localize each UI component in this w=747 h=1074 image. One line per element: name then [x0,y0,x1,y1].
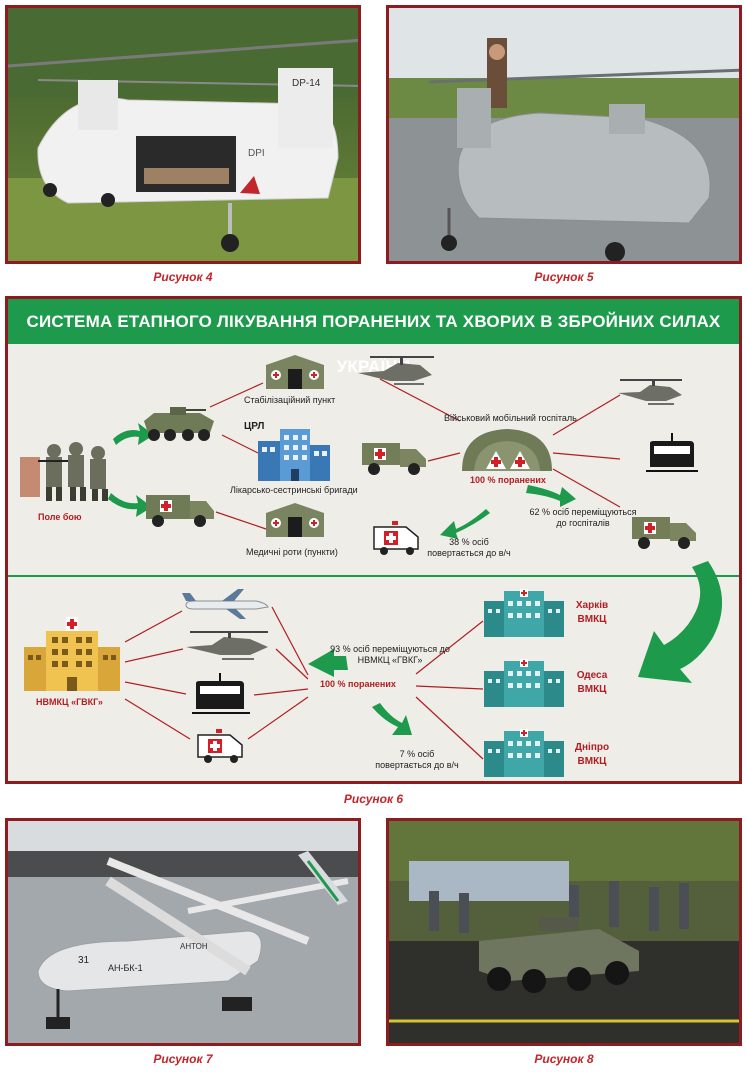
label-move-93: 93 % осіб переміщуються до НВМКЦ «ГВКГ» [330,644,450,665]
crl-hospital-icon [258,429,330,481]
label-stabilization-point: Стабілізаційний пункт [244,395,336,405]
label-return-7: 7 % осіб повертається до в/ч [375,749,459,770]
photo-robotic-vehicle [386,818,742,1046]
ambulance-pickup-icon [362,443,426,475]
nvmkc-building-icon [24,617,120,691]
ambulance-pickup-right-icon [632,517,696,549]
dp14-drone-image: DP-14 DPI [8,8,358,261]
label-move-62: 62 % осіб переміщуються до госпіталів [529,507,637,528]
dpi-marking: DPI [248,148,265,159]
photo-uav-an-bk1: 31 АН-БК-1 АНТОН [5,818,361,1046]
caption-figure-7: Рисунок 7 [153,1052,213,1066]
label-nvmkc: НВМКЦ «ГВКГ» [36,697,103,707]
ambulance-bottom-icon [197,729,243,763]
mobile-hospital-icon [462,429,552,471]
label-medical-companies: Медичні роти (пункти) [246,547,338,557]
label-dnipro-vmkc: Дніпро ВМКЦ [570,741,614,769]
vmkc-odesa: ВМКЦ [577,684,607,695]
caption-figure-8: Рисунок 8 [534,1052,594,1066]
connector-lines [108,378,723,760]
label-mobile-hospital: Військовий мобільний госпіталь [444,413,577,423]
label-100-wounded-top: 100 % поранених [470,475,546,485]
medical-company-tent-icon [266,503,324,537]
robotic-vehicle-image [389,821,739,1043]
soldiers-icon [20,442,108,501]
green-arrows [108,423,576,735]
large-transition-arrow [638,561,723,683]
label-kharkiv-vmkc: Харків ВМКЦ [570,599,614,627]
caption-figure-6: Рисунок 6 [343,792,404,806]
uav-image: 31 АН-БК-1 АНТОН [8,821,358,1043]
label-battlefield: Поле бою [38,512,82,522]
armored-vehicle-icon [144,407,214,441]
diagram-title: СИСТЕМА ЕТАПНОГО ЛІКУВАННЯ ПОРАНЕНИХ ТА … [8,299,739,376]
label-return-38: 38 % осіб повертається до в/ч [427,537,511,558]
city-odesa: Одеса [576,670,608,681]
city-kharkiv: Харків [575,600,609,611]
photo-gray-drone [386,5,742,264]
dp14-marking: DP-14 [292,78,321,89]
gray-drone-image [389,8,739,261]
train-bottom-icon [192,673,250,714]
airplane-icon [182,589,269,619]
stabilization-tent-icon [266,355,324,389]
helicopter-icon [358,356,434,385]
uav-name: АН-БК-1 [108,963,143,973]
helicopter-bottom-icon [186,631,268,660]
city-dnipro: Дніпро [574,742,610,753]
uav-antonov: АНТОН [180,942,208,951]
dnipro-hospital-icon [484,729,564,777]
train-icon [646,433,698,472]
caption-figure-4: Рисунок 4 [153,270,213,284]
uav-number: 31 [78,955,90,966]
vmkc-kharkiv: ВМКЦ [577,614,607,625]
white-ambulance-icon [373,521,419,555]
vmkc-dnipro: ВМКЦ [577,756,607,767]
label-crl: ЦРЛ [244,421,265,432]
label-brigades: Лікарсько-сестринські бригади [230,485,358,495]
caption-figure-5: Рисунок 5 [534,270,594,284]
kharkiv-hospital-icon [484,589,564,637]
label-100-wounded-bottom: 100 % поранених [320,679,396,689]
section-divider [8,575,739,577]
photo-dp14-drone: DP-14 DPI [5,5,361,264]
odesa-hospital-icon [484,659,564,707]
military-ambulance-icon [146,495,214,527]
label-odesa-vmkc: Одеса ВМКЦ [570,669,614,697]
evacuation-diagram: СИСТЕМА ЕТАПНОГО ЛІКУВАННЯ ПОРАНЕНИХ ТА … [5,296,742,784]
helicopter-right-icon [618,379,682,405]
